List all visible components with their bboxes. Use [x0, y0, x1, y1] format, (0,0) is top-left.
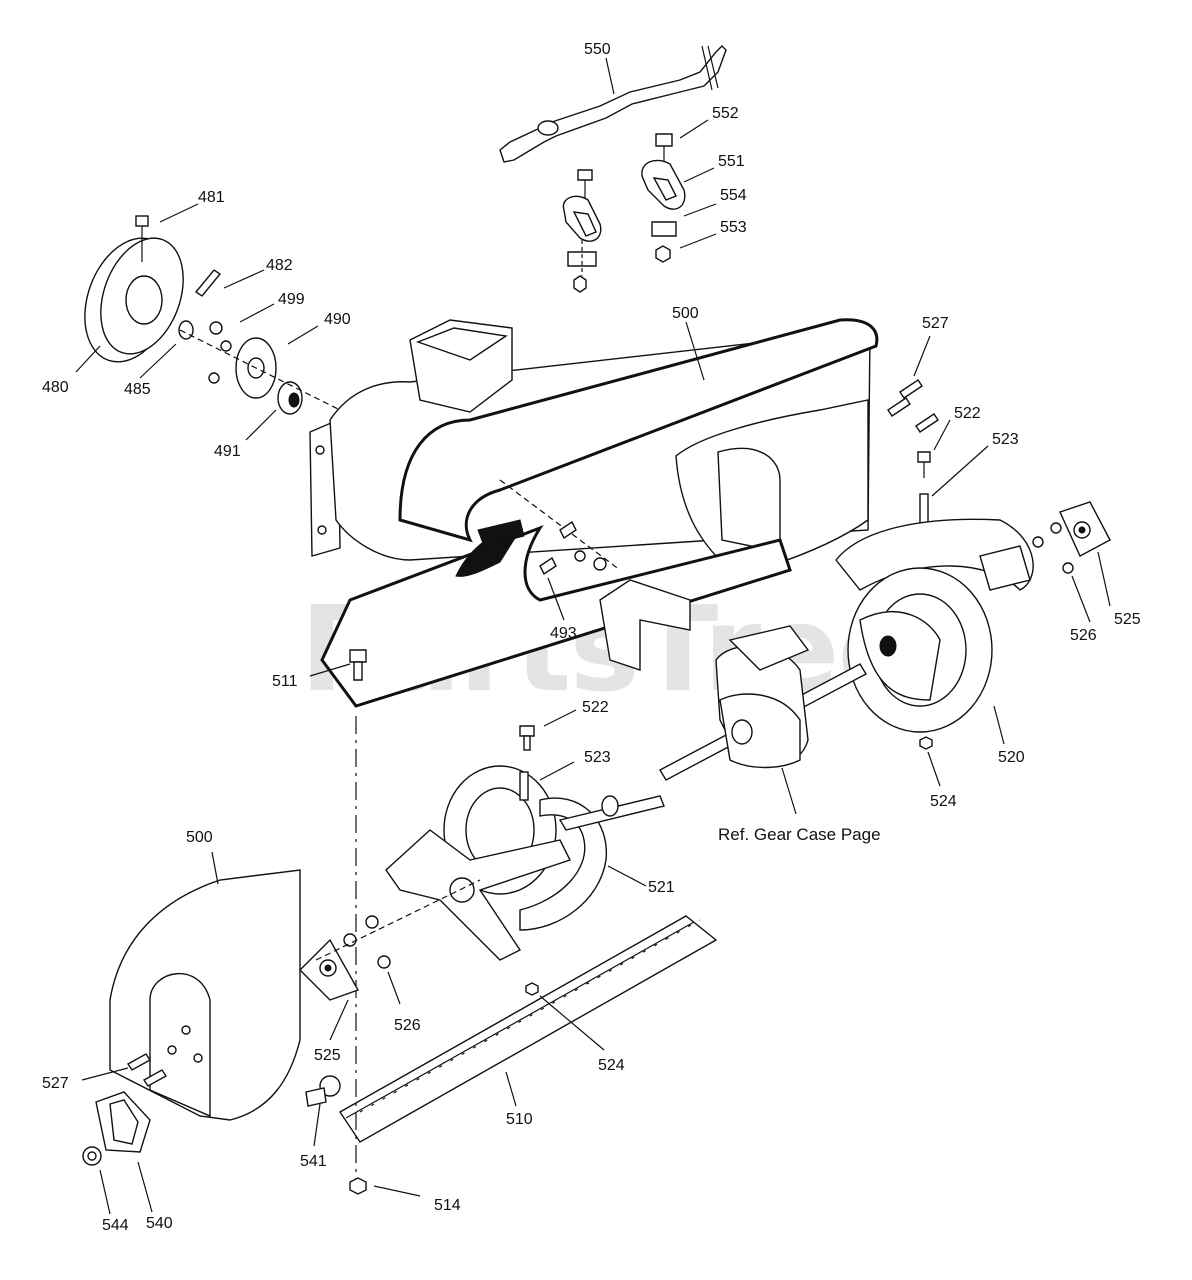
- auger-housing-500-top: [309, 318, 879, 708]
- callout-551: 551: [718, 153, 745, 170]
- callout-514: 514: [434, 1197, 461, 1214]
- callout-522-top: 522: [954, 405, 981, 422]
- callout-554: 554: [720, 187, 747, 204]
- bolts-527-top: [887, 379, 939, 433]
- callout-491: 491: [214, 443, 241, 460]
- bolts-527-lower: [126, 1053, 168, 1087]
- callout-499: 499: [278, 291, 305, 308]
- callout-500-top: 500: [672, 305, 699, 322]
- callout-511: 511: [272, 673, 298, 690]
- auger-housing-500-side: [109, 869, 301, 1121]
- chute-clamp-left: [562, 169, 602, 293]
- callout-510: 510: [506, 1111, 533, 1128]
- pulley-480: [84, 215, 194, 363]
- callout-523-lower: 523: [584, 749, 611, 766]
- gear-case-and-shaft: [599, 579, 867, 781]
- callout-524-lower: 524: [598, 1057, 625, 1074]
- chute-crank-550: [499, 45, 727, 163]
- callout-521: 521: [648, 879, 675, 896]
- callout-541: 541: [300, 1153, 327, 1170]
- callout-482: 482: [266, 257, 293, 274]
- callout-490: 490: [324, 311, 351, 328]
- leader-lines: [75, 57, 1111, 1215]
- nut-524: [525, 736, 933, 996]
- key-482: [194, 269, 222, 297]
- carriage-bolt-541: [305, 1075, 341, 1107]
- callout-480: 480: [42, 379, 69, 396]
- callout-525-lower: 525: [314, 1047, 341, 1064]
- callout-523-top: 523: [992, 431, 1019, 448]
- spacers-499-490-491: [179, 321, 361, 421]
- callout-550: 550: [584, 41, 611, 58]
- callout-527-lower: 527: [42, 1075, 69, 1092]
- callout-553: 553: [720, 219, 747, 236]
- callout-524-right: 524: [930, 793, 957, 810]
- callout-485: 485: [124, 381, 151, 398]
- callout-522-lower: 522: [582, 699, 609, 716]
- callout-544: 544: [102, 1217, 129, 1234]
- shear-pin-522-523-top: [917, 451, 931, 525]
- callout-493: 493: [550, 625, 577, 642]
- callout-525-top: 525: [1114, 611, 1141, 628]
- nut-514: [349, 1177, 367, 1195]
- carriage-bolt-511: [349, 649, 367, 681]
- nut-544: [82, 1146, 102, 1166]
- chute-clamp-right: [641, 133, 686, 263]
- callout-labels: 550 552 551 554 553 481 482 499 490 500 …: [42, 41, 1141, 1234]
- callout-552: 552: [712, 105, 739, 122]
- bolts-493: [539, 520, 607, 576]
- callout-526-lower: 526: [394, 1017, 421, 1034]
- bearing-flange-525-lower: [299, 879, 481, 1001]
- scraper-bar-510: [339, 915, 718, 1143]
- auger-520: [835, 518, 1034, 733]
- callout-526-top: 526: [1070, 627, 1097, 644]
- callout-481: 481: [198, 189, 225, 206]
- bearing-flange-525-right: [1032, 501, 1111, 574]
- callout-540: 540: [146, 1215, 173, 1232]
- reference-note: Ref. Gear Case Page: [718, 825, 881, 844]
- callout-520: 520: [998, 749, 1025, 766]
- shear-pin-522-523-lower: [519, 725, 535, 801]
- skid-shoe-540: [95, 1091, 151, 1153]
- callout-527-top: 527: [922, 315, 949, 332]
- callout-500-side: 500: [186, 829, 213, 846]
